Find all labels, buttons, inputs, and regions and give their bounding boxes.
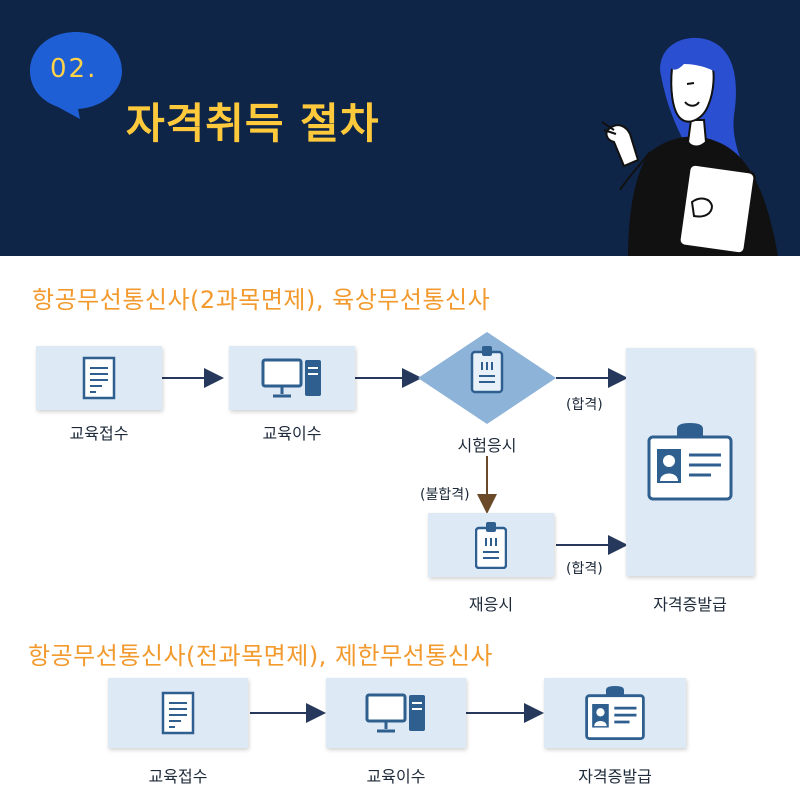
label-s2-certificate: 자격증발급 bbox=[578, 767, 652, 786]
section-2-title: 항공무선통신사(전과목면제), 제한무선통신사 bbox=[28, 642, 494, 670]
node-education-complete bbox=[229, 346, 355, 410]
label-education-complete: 교육이수 bbox=[262, 424, 322, 443]
id-badge-icon bbox=[475, 522, 507, 569]
woman-with-tablet-illustration bbox=[601, 37, 778, 256]
node-s2-education-apply bbox=[108, 678, 248, 748]
certificate-clipboard-icon bbox=[647, 423, 733, 501]
section-1-title: 항공무선통신사(2과목면제), 육상무선통신사 bbox=[32, 286, 491, 314]
document-icon bbox=[161, 691, 195, 735]
certificate-clipboard-icon bbox=[585, 686, 645, 740]
document-icon bbox=[82, 356, 116, 400]
step-number: 02. bbox=[50, 54, 98, 84]
speech-bubble-icon bbox=[30, 32, 122, 119]
node-certificate bbox=[626, 348, 754, 576]
computer-icon bbox=[365, 693, 425, 733]
edge-label-fail: (불합격) bbox=[420, 487, 470, 503]
node-s2-certificate bbox=[544, 678, 686, 748]
label-education-apply: 교육접수 bbox=[69, 424, 129, 443]
page-title: 자격취득 절차 bbox=[126, 99, 380, 148]
node-s2-education-complete bbox=[326, 678, 466, 748]
label-exam: 시험응시 bbox=[457, 436, 517, 455]
label-s2-education-complete: 교육이수 bbox=[366, 767, 426, 786]
label-reexam: 재응시 bbox=[468, 595, 514, 614]
label-s2-education-apply: 교육접수 bbox=[148, 767, 208, 786]
header-banner: 02. 자격취득 절차 bbox=[0, 0, 800, 256]
edge-label-pass-1: (합격) bbox=[566, 397, 603, 413]
id-badge-icon bbox=[470, 346, 504, 394]
node-reexam bbox=[428, 513, 554, 577]
computer-icon bbox=[261, 358, 321, 398]
edge-label-pass-2: (합격) bbox=[566, 561, 603, 577]
label-certificate: 자격증발급 bbox=[653, 595, 727, 614]
node-education-apply bbox=[36, 346, 162, 410]
